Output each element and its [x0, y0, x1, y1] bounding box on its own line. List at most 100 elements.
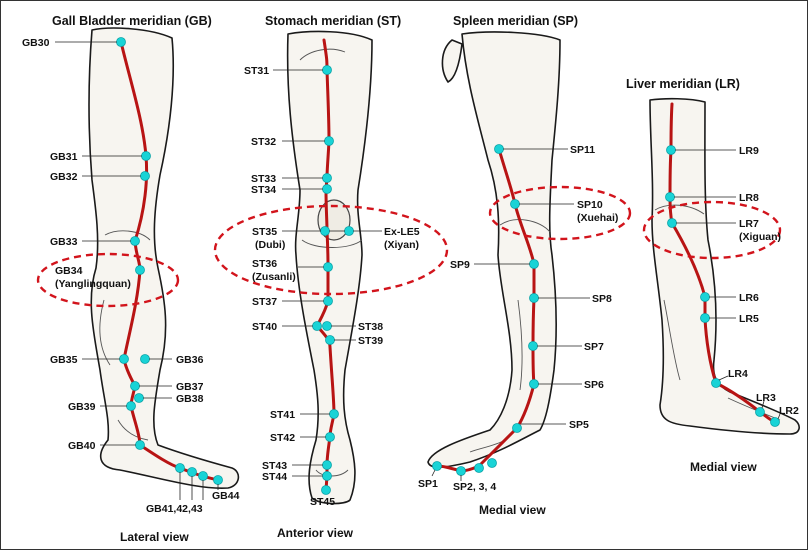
lr7-label: LR7 — [739, 218, 759, 230]
gb40-point — [136, 441, 145, 450]
st35-label: ST35 — [252, 226, 277, 238]
lr3-point — [756, 408, 765, 417]
st43-point — [323, 461, 332, 470]
lr6-label: LR6 — [739, 292, 759, 304]
st42-point — [326, 433, 335, 442]
st36-name-label: (Zusanli) — [252, 271, 296, 283]
gb34-label: GB34 — [55, 265, 83, 277]
sp10-point — [511, 200, 520, 209]
st41-label: ST41 — [270, 409, 295, 421]
st37-label: ST37 — [252, 296, 277, 308]
gb41-43-label: GB41,42,43 — [146, 503, 203, 515]
gb39-point — [127, 402, 136, 411]
st39-label: ST39 — [358, 335, 383, 347]
gb39-label: GB39 — [68, 401, 96, 413]
sp7-point — [529, 342, 538, 351]
lr-title: Liver meridian (LR) — [626, 77, 740, 91]
gb30-label: GB30 — [22, 37, 50, 49]
st32-point — [325, 137, 334, 146]
lr3-label: LR3 — [756, 392, 776, 404]
st34-label: ST34 — [251, 184, 276, 196]
exle5-point — [345, 227, 354, 236]
sp11-point — [495, 145, 504, 154]
gb37-label: GB37 — [176, 381, 204, 393]
gb36-label: GB36 — [176, 354, 204, 366]
sp2-4-label: SP2, 3, 4 — [453, 481, 496, 493]
sp4-point — [488, 459, 497, 468]
gb33-point — [131, 237, 140, 246]
gb31-point — [142, 152, 151, 161]
st-title: Stomach meridian (ST) — [265, 14, 401, 28]
st42-label: ST42 — [270, 432, 295, 444]
gb42-point — [188, 468, 197, 477]
sp10-label: SP10 — [577, 199, 603, 211]
st32-label: ST32 — [251, 136, 276, 148]
sp8-label: SP8 — [592, 293, 612, 305]
gb38-label: GB38 — [176, 393, 204, 405]
st45-point — [322, 486, 331, 495]
st31-point — [323, 66, 332, 75]
sp9-point — [530, 260, 539, 269]
st33-point — [323, 174, 332, 183]
lr7-point — [668, 219, 677, 228]
st35-name-label: (Dubi) — [255, 239, 285, 251]
sp8-point — [530, 294, 539, 303]
st31-label: ST31 — [244, 65, 269, 77]
st44-label: ST44 — [262, 471, 287, 483]
sp7-label: SP7 — [584, 341, 604, 353]
gb44-label: GB44 — [212, 490, 240, 502]
sp5-label: SP5 — [569, 419, 589, 431]
gb32-point — [141, 172, 150, 181]
sp2-point — [457, 467, 466, 476]
st36-point — [324, 263, 333, 272]
sp-title: Spleen meridian (SP) — [453, 14, 578, 28]
sp11-label: SP11 — [570, 144, 595, 156]
lr5-label: LR5 — [739, 313, 759, 325]
st41-point — [330, 410, 339, 419]
sp6-label: SP6 — [584, 379, 604, 391]
lr4-label: LR4 — [728, 368, 748, 380]
lr9-label: LR9 — [739, 145, 759, 157]
gb33-label: GB33 — [50, 236, 78, 248]
st36-label: ST36 — [252, 258, 277, 270]
st40-label: ST40 — [252, 321, 277, 333]
gb34-name-label: (Yanglingquan) — [55, 278, 131, 290]
gb31-label: GB31 — [50, 151, 78, 163]
st38-label: ST38 — [358, 321, 383, 333]
gb34-point — [136, 266, 145, 275]
exle5-label: Ex-LE5 — [384, 226, 420, 238]
lr7-name-label: (Xiguan) — [739, 231, 781, 243]
sp1-point — [433, 462, 442, 471]
lr5-point — [701, 314, 710, 323]
sp-view-label: Medial view — [479, 503, 546, 517]
st44-point — [323, 472, 332, 481]
sp10-name-label: (Xuehai) — [577, 212, 618, 224]
st39-point — [326, 336, 335, 345]
gb-title: Gall Bladder meridian (GB) — [52, 14, 212, 28]
sp6-point — [530, 380, 539, 389]
st40-point — [313, 322, 322, 331]
gb37-point — [131, 382, 140, 391]
gb30-point — [117, 38, 126, 47]
gb36-point — [141, 355, 150, 364]
exle5-name-label: (Xiyan) — [384, 239, 419, 251]
gb-view-label: Lateral view — [120, 530, 189, 544]
gb40-label: GB40 — [68, 440, 96, 452]
sp5-point — [513, 424, 522, 433]
st38-point — [323, 322, 332, 331]
gb44-point — [214, 476, 223, 485]
lr2-label: LR2 — [779, 405, 799, 417]
st45-label: ST45 — [310, 496, 335, 508]
gb35-label: GB35 — [50, 354, 78, 366]
gb43-point — [199, 472, 208, 481]
st35-point — [321, 227, 330, 236]
sp1-label: SP1 — [418, 478, 438, 490]
st-view-label: Anterior view — [277, 526, 354, 540]
lr8-point — [666, 193, 675, 202]
sp3-point — [475, 464, 484, 473]
st37-point — [324, 297, 333, 306]
sp9-label: SP9 — [450, 259, 470, 271]
st34-point — [323, 185, 332, 194]
lr6-point — [701, 293, 710, 302]
